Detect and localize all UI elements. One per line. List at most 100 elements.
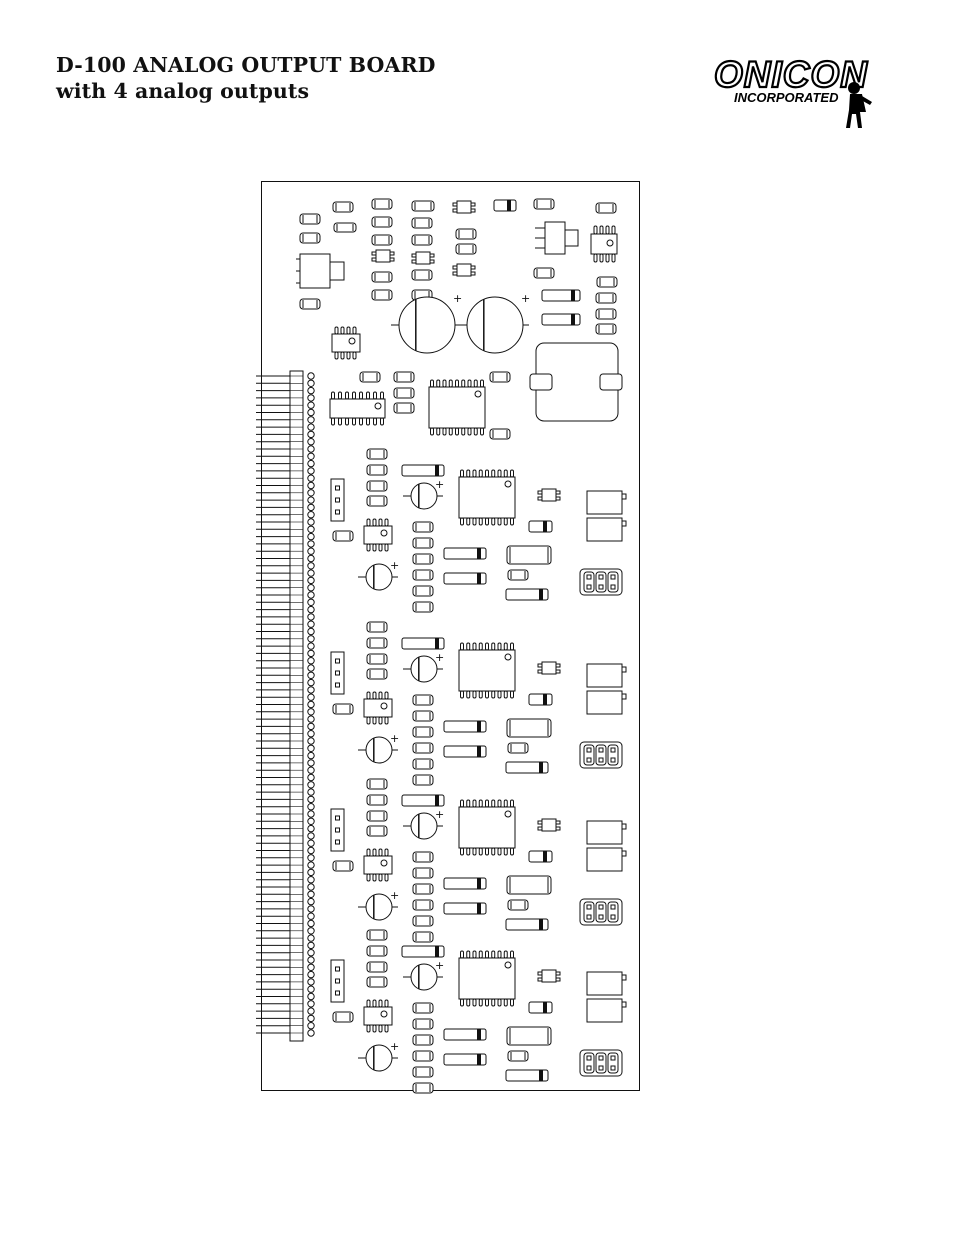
resistor bbox=[371, 289, 393, 301]
resistor bbox=[366, 778, 388, 790]
edge-connector bbox=[256, 370, 315, 1042]
transistor bbox=[452, 263, 476, 277]
resistor bbox=[412, 569, 434, 581]
resistor bbox=[528, 1001, 553, 1014]
svg-text:+: + bbox=[453, 292, 462, 305]
svg-text:+: + bbox=[390, 559, 399, 572]
onicon-logo: ONICON INCORPORATED bbox=[713, 53, 872, 128]
capacitor: + bbox=[403, 651, 444, 683]
jumper-block bbox=[579, 568, 623, 596]
svg-text:+: + bbox=[390, 732, 399, 745]
resistor bbox=[455, 243, 477, 255]
svg-text:+: + bbox=[521, 292, 530, 305]
resistor bbox=[393, 387, 415, 399]
resistor bbox=[366, 448, 388, 460]
resistor bbox=[507, 569, 529, 581]
ic-8pin bbox=[363, 848, 393, 882]
resistor bbox=[443, 1053, 487, 1066]
resistor bbox=[412, 867, 434, 879]
resistor bbox=[393, 402, 415, 414]
resistor bbox=[505, 1069, 549, 1082]
svg-text:+: + bbox=[390, 1040, 399, 1053]
resistor bbox=[412, 931, 434, 943]
ic-8pin bbox=[363, 999, 393, 1033]
resistor bbox=[595, 308, 617, 320]
resistor bbox=[366, 464, 388, 476]
resistor bbox=[505, 588, 549, 601]
resistor bbox=[412, 742, 434, 754]
resistor bbox=[412, 758, 434, 770]
resistor bbox=[366, 825, 388, 837]
svg-text:INCORPORATED: INCORPORATED bbox=[734, 90, 839, 105]
capacitor: + bbox=[358, 559, 399, 591]
header-3pin bbox=[330, 651, 345, 695]
transistor bbox=[452, 200, 476, 214]
resistor bbox=[412, 899, 434, 911]
resistor bbox=[412, 601, 434, 613]
resistor bbox=[366, 637, 388, 649]
resistor bbox=[299, 298, 321, 310]
ic-8pin bbox=[363, 691, 393, 725]
resistor bbox=[411, 269, 433, 281]
svg-text:+: + bbox=[435, 959, 444, 972]
resistor bbox=[506, 875, 552, 895]
relay bbox=[586, 663, 627, 688]
resistor bbox=[528, 693, 553, 706]
ic-opamp bbox=[458, 950, 516, 1007]
resistor bbox=[366, 653, 388, 665]
resistor bbox=[411, 217, 433, 229]
title-line-2: with 4 analog outputs bbox=[56, 79, 310, 103]
resistor bbox=[332, 201, 354, 213]
resistor bbox=[411, 234, 433, 246]
battery bbox=[529, 342, 623, 422]
title-line-1: D-100 ANALOG OUTPUT BOARD bbox=[56, 53, 436, 77]
resistor bbox=[533, 267, 555, 279]
resistor bbox=[371, 216, 393, 228]
resistor bbox=[371, 234, 393, 246]
resistor bbox=[443, 1028, 487, 1041]
ic-opamp bbox=[458, 799, 516, 856]
resistor bbox=[412, 883, 434, 895]
resistor bbox=[506, 718, 552, 738]
resistor bbox=[366, 495, 388, 507]
resistor bbox=[596, 276, 618, 288]
resistor bbox=[443, 572, 487, 585]
resistor bbox=[455, 228, 477, 240]
resistor bbox=[412, 726, 434, 738]
resistor bbox=[507, 899, 529, 911]
resistor bbox=[401, 794, 445, 807]
resistor bbox=[412, 537, 434, 549]
relay bbox=[586, 690, 627, 715]
resistor bbox=[541, 313, 581, 326]
ic-opamp bbox=[458, 642, 516, 699]
voltage-regulator bbox=[296, 253, 345, 289]
resistor bbox=[505, 761, 549, 774]
resistor bbox=[505, 918, 549, 931]
resistor bbox=[489, 371, 511, 383]
resistor bbox=[366, 480, 388, 492]
resistor bbox=[332, 860, 354, 872]
relay bbox=[586, 490, 627, 515]
resistor bbox=[366, 976, 388, 988]
resistor bbox=[533, 198, 555, 210]
resistor bbox=[401, 464, 445, 477]
resistor bbox=[333, 222, 357, 233]
svg-text:+: + bbox=[435, 651, 444, 664]
relay bbox=[586, 847, 627, 872]
relay bbox=[586, 820, 627, 845]
resistor bbox=[507, 742, 529, 754]
capacitor-large: + bbox=[391, 292, 462, 354]
resistor bbox=[412, 774, 434, 786]
resistor bbox=[411, 200, 435, 212]
resistor bbox=[299, 232, 321, 244]
resistor bbox=[366, 794, 388, 806]
resistor bbox=[366, 621, 388, 633]
ic-chip bbox=[329, 391, 386, 426]
document-title: D-100 ANALOG OUTPUT BOARD with 4 analog … bbox=[56, 52, 436, 104]
capacitor: + bbox=[403, 808, 444, 840]
resistor bbox=[412, 1034, 434, 1046]
transistor bbox=[371, 249, 395, 263]
resistor bbox=[412, 521, 434, 533]
resistor bbox=[443, 877, 487, 890]
